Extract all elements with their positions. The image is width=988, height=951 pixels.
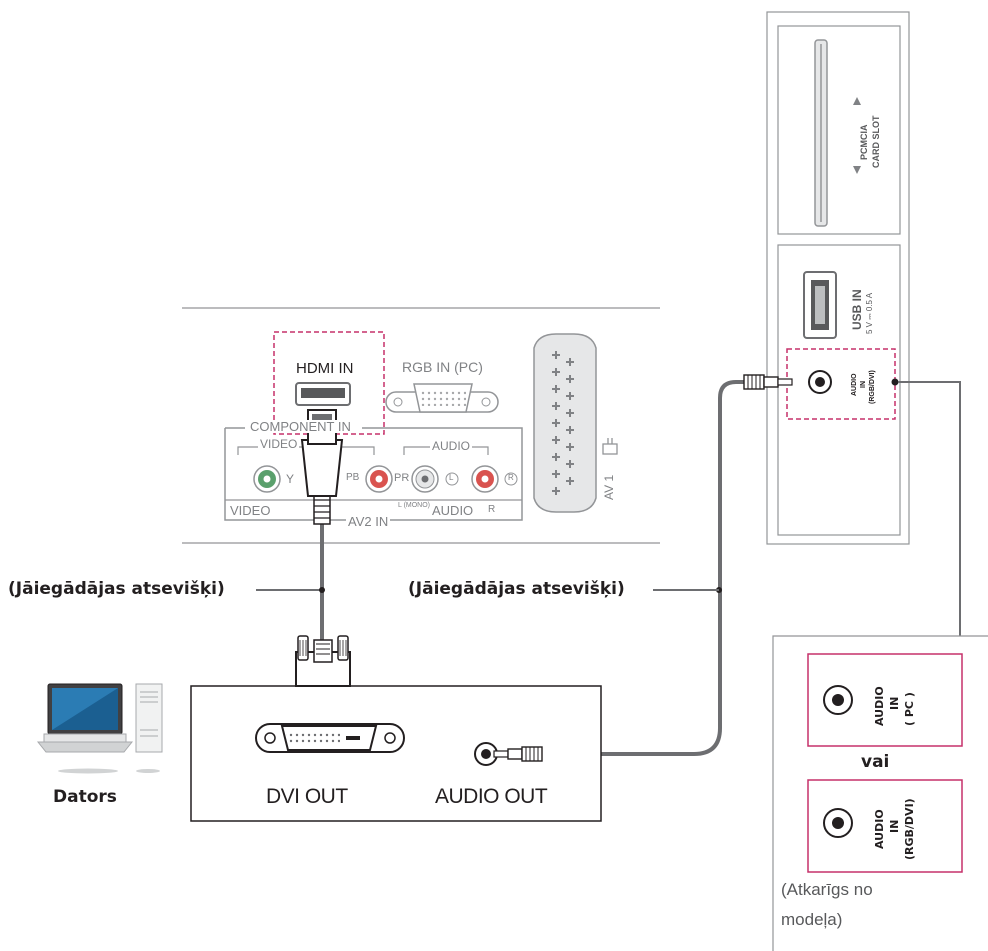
model-note-panel bbox=[772, 635, 988, 951]
pb-label: PB bbox=[346, 472, 360, 483]
side-audio-in-line1: AUDIO bbox=[851, 373, 858, 396]
av1-label: AV 1 bbox=[602, 474, 616, 500]
jack-y[interactable] bbox=[253, 465, 281, 493]
audio-label: AUDIO bbox=[432, 503, 474, 518]
audio-out-label: AUDIO OUT bbox=[435, 785, 548, 808]
audio-in-pc-jack[interactable] bbox=[823, 685, 853, 715]
rgb-port-flange bbox=[385, 391, 499, 413]
audio-in-rgb-jack[interactable] bbox=[823, 808, 853, 838]
card-slot-label: CARD SLOT bbox=[871, 115, 881, 169]
jack-audio-r[interactable] bbox=[471, 465, 499, 493]
model-note-leader bbox=[898, 381, 961, 636]
audio-out-plug bbox=[493, 746, 543, 762]
av2-in-label: AV2 IN bbox=[346, 514, 391, 529]
note-audio-rgb-line1: AUDIO bbox=[873, 809, 886, 849]
rgb-port-pins bbox=[420, 390, 466, 406]
note-audio-rgb-line2: IN bbox=[888, 819, 901, 833]
dvi-port[interactable] bbox=[255, 723, 405, 753]
note-audio-pc-line2: IN bbox=[888, 696, 901, 710]
usb-audio-area bbox=[777, 244, 901, 536]
pcmcia-area bbox=[777, 25, 901, 235]
usb-port[interactable] bbox=[803, 271, 837, 339]
audio-group-label: AUDIO bbox=[430, 439, 473, 453]
jack-audio-l[interactable] bbox=[411, 465, 439, 493]
model-note-line1: (Atkarīgs no bbox=[781, 880, 873, 899]
pr-label: PR bbox=[394, 472, 410, 484]
pcmcia-arrow-top-icon bbox=[853, 97, 861, 105]
audio-cable-label: (Jāiegādājas atsevišķi) bbox=[408, 579, 625, 599]
tv-side-panel bbox=[766, 11, 910, 545]
audio-r-label: R bbox=[488, 504, 496, 515]
side-audio-in-line2: IN bbox=[860, 381, 867, 388]
rgb-screw-right bbox=[481, 397, 491, 407]
usb-in-label: USB IN bbox=[850, 289, 864, 330]
video-label: VIDEO bbox=[230, 503, 271, 518]
side-audio-in-line3: (RGB/DVI) bbox=[869, 370, 876, 404]
jack-pr[interactable] bbox=[365, 465, 393, 493]
l-indicator-icon bbox=[445, 472, 459, 486]
component-in-label: COMPONENT IN bbox=[248, 419, 353, 434]
scart-pins bbox=[552, 351, 574, 495]
computer-icon bbox=[36, 683, 163, 774]
hdmi-label-dot bbox=[319, 587, 325, 593]
hdmi-in-label: HDMI IN bbox=[296, 360, 354, 377]
computer-label: Dators bbox=[53, 787, 117, 807]
usb-rating-label: 5 V ⎓ 0.5 A bbox=[865, 292, 874, 334]
r-label: R bbox=[508, 473, 514, 482]
audio-cable bbox=[572, 374, 793, 756]
note-audio-rgb-line3: (RGB/DVI) bbox=[903, 798, 916, 860]
hdmi-cable-label: (Jāiegādājas atsevišķi) bbox=[8, 579, 225, 599]
pcmcia-label: PCMCIA bbox=[859, 124, 869, 161]
scart-port[interactable] bbox=[533, 333, 597, 513]
y-label: Y bbox=[286, 472, 295, 486]
mono-label: L (MONO) bbox=[398, 502, 431, 509]
note-audio-pc-line1: AUDIO bbox=[873, 686, 886, 726]
rgb-in-label: RGB IN (PC) bbox=[402, 359, 483, 375]
l-label: L bbox=[449, 473, 454, 482]
rgb-screw-left bbox=[393, 397, 403, 407]
dvi-out-label: DVI OUT bbox=[266, 785, 348, 808]
video-group-label: VIDEO bbox=[258, 437, 300, 451]
audio-in-connector-dot bbox=[891, 378, 899, 386]
tv-back-panel bbox=[182, 307, 660, 544]
hdmi-port-inner bbox=[301, 388, 345, 398]
hdmi-cable bbox=[300, 409, 344, 640]
or-label: vai bbox=[861, 752, 890, 772]
model-note-line2: modeļa) bbox=[781, 910, 843, 929]
scart-icon bbox=[602, 438, 618, 455]
computer-panel bbox=[190, 635, 602, 822]
audio-in-jack[interactable] bbox=[808, 370, 832, 394]
component-frame bbox=[224, 427, 523, 521]
note-audio-pc-line3: ( PC ) bbox=[903, 692, 916, 726]
pcmcia-arrow-bottom-icon bbox=[853, 166, 861, 174]
r-indicator-icon bbox=[504, 472, 518, 486]
